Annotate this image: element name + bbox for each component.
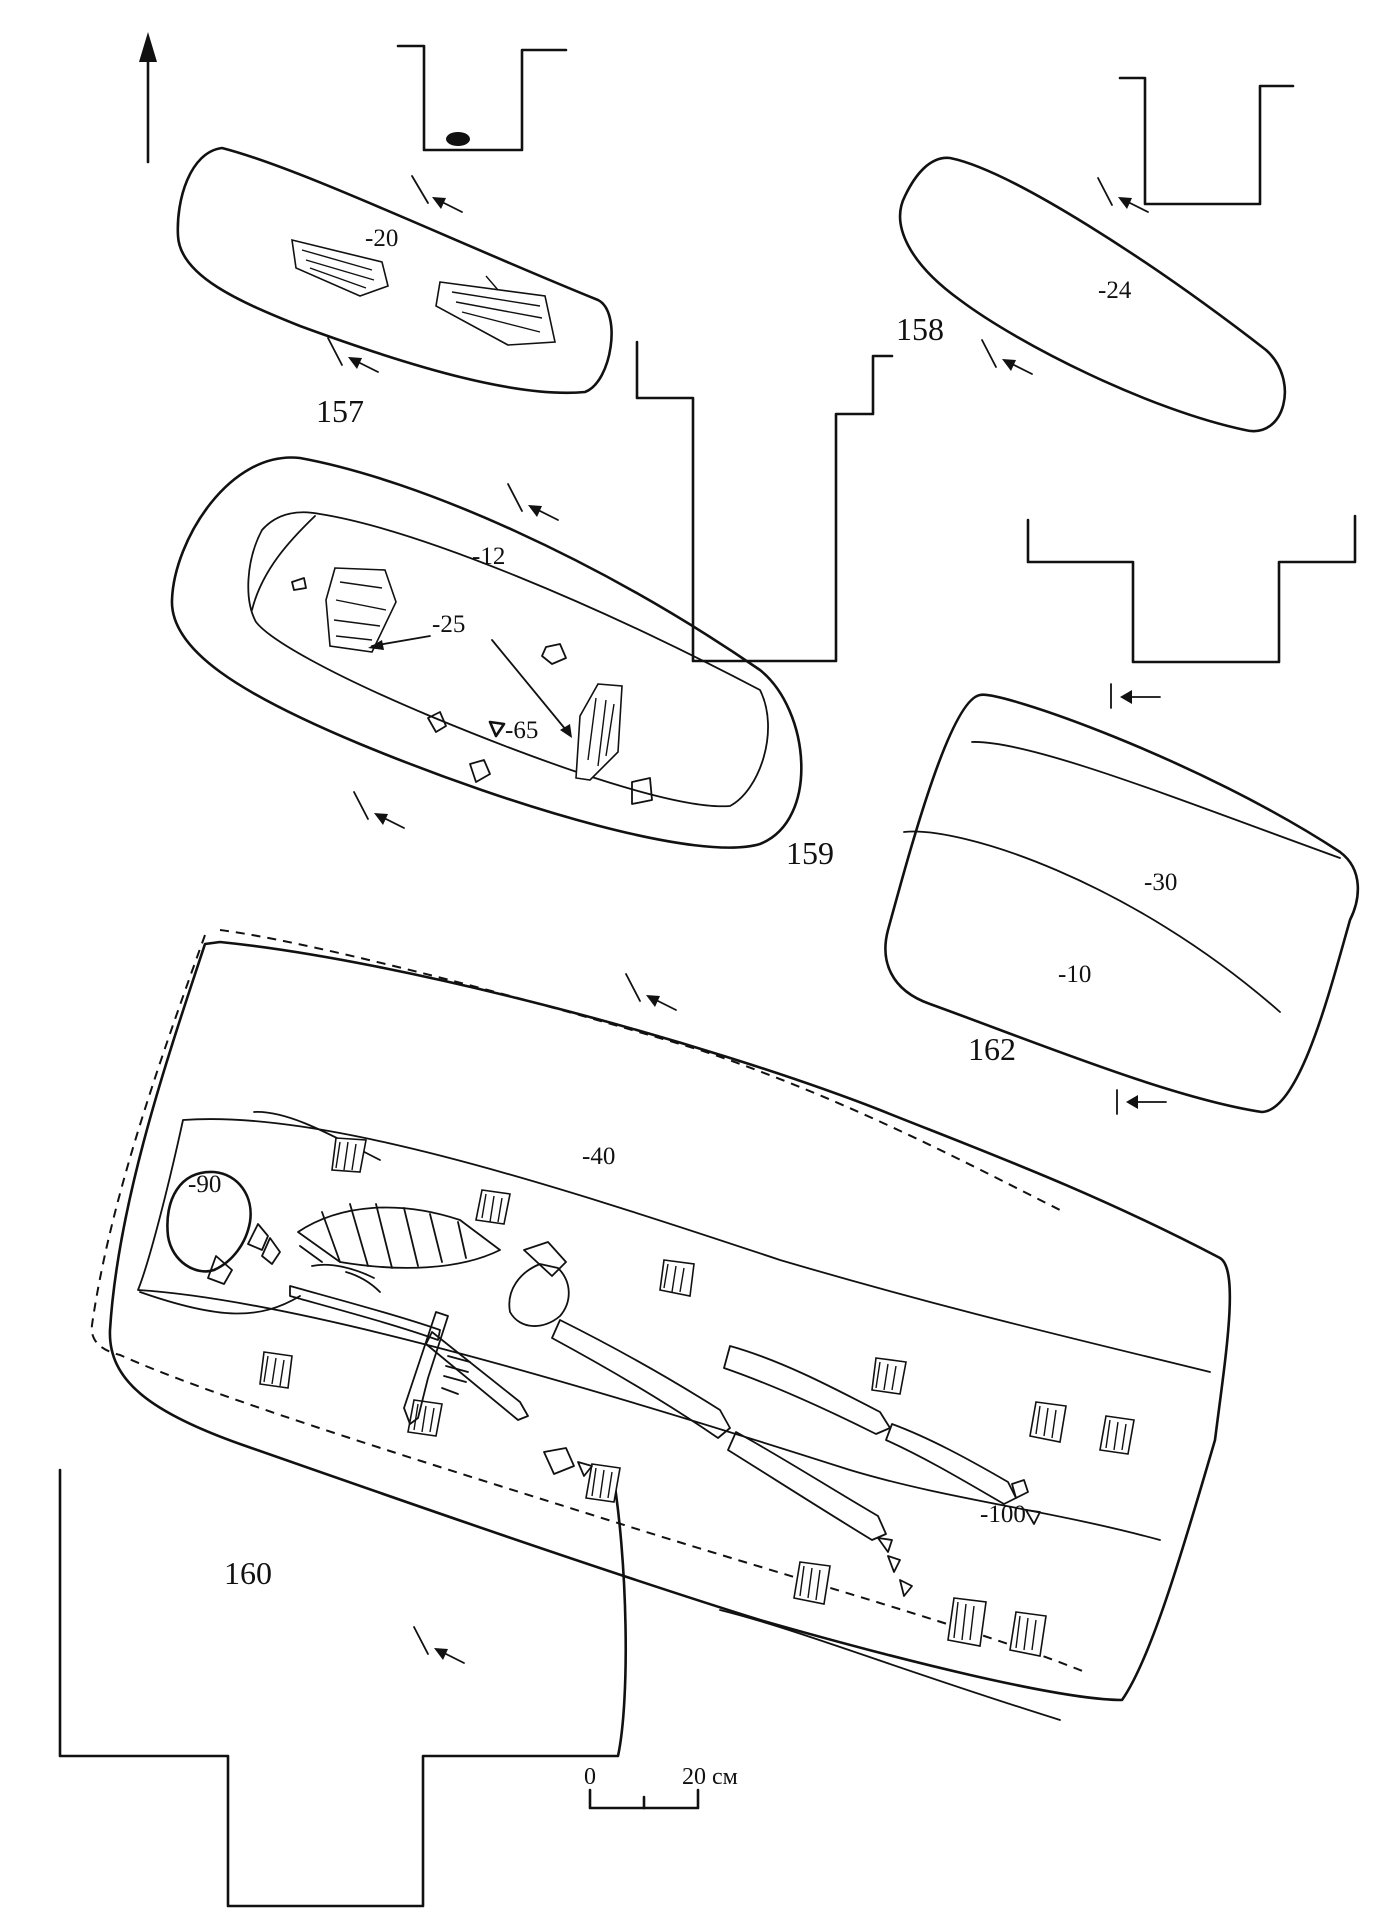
section-arrow-icon xyxy=(625,973,677,1011)
wood-stake xyxy=(259,1351,293,1389)
grave-158: -24 158 xyxy=(896,76,1295,433)
section-arrow-icon xyxy=(1116,1089,1167,1115)
grave-162-section xyxy=(1026,514,1357,664)
grave-160-outline xyxy=(108,940,1232,1702)
grave-158-outline xyxy=(898,156,1287,433)
grave-160-pit xyxy=(137,1118,1211,1541)
section-arrow-icon xyxy=(353,791,405,829)
depth-label: -25 xyxy=(432,611,465,638)
wood-stake xyxy=(1009,1611,1047,1657)
depth-label: -30 xyxy=(1144,869,1177,896)
grave-157-outline xyxy=(176,146,613,395)
wood-stake xyxy=(871,1357,907,1395)
wood-stake xyxy=(1099,1415,1135,1455)
section-arrow-icon xyxy=(1097,177,1149,213)
wood-plank xyxy=(291,238,389,297)
depth-label: -10 xyxy=(1058,961,1091,988)
depth-label: -65 xyxy=(505,717,538,744)
skeleton xyxy=(166,1170,1041,1597)
scale-bar: 0 20 см xyxy=(584,1764,738,1810)
wood-stake xyxy=(793,1561,831,1605)
grave-number: 157 xyxy=(316,393,364,429)
depth-label: -20 xyxy=(365,225,398,252)
depth-label: -40 xyxy=(582,1143,615,1170)
wood-plank xyxy=(435,275,556,346)
section-arrow-icon xyxy=(981,339,1033,375)
grave-157-section xyxy=(396,44,568,152)
skull xyxy=(166,1170,252,1273)
section-arrow-icon xyxy=(507,483,559,521)
wood-plank xyxy=(575,683,623,781)
depth-label: -12 xyxy=(472,543,505,570)
depth-label: -90 xyxy=(188,1171,221,1198)
section-arrow-icon xyxy=(1110,683,1161,709)
wood-stake xyxy=(585,1463,621,1503)
depth-label: -24 xyxy=(1098,277,1132,304)
depth-label: -100 xyxy=(980,1501,1026,1528)
wood-stake xyxy=(659,1259,695,1297)
grave-159: -12 -25 -65 159 xyxy=(170,456,834,871)
north-arrow-icon xyxy=(139,32,157,164)
grave-number: 160 xyxy=(224,1555,272,1591)
wood-stake xyxy=(1029,1401,1067,1443)
grave-160: -40 -90 -100 160 xyxy=(58,929,1232,1908)
section-arrow-icon xyxy=(327,337,379,373)
section-arrow-icon xyxy=(411,175,463,213)
wood-stake xyxy=(475,1189,511,1225)
wood-plank xyxy=(325,567,397,653)
grave-159-outline xyxy=(170,456,803,849)
scale-start-label: 0 xyxy=(584,1764,596,1790)
grave-number: 159 xyxy=(786,835,834,871)
grave-160-section xyxy=(58,1466,628,1908)
wood-stake xyxy=(407,1399,443,1437)
grave-number: 162 xyxy=(968,1031,1016,1067)
scale-end-label: 20 см xyxy=(682,1764,738,1790)
grave-162-outline xyxy=(884,693,1360,1114)
grave-157: -20 157 xyxy=(176,44,613,429)
grave-158-section xyxy=(1118,76,1295,206)
grave-162: -30 -10 162 xyxy=(884,514,1360,1115)
grave-159-section xyxy=(635,340,894,663)
section-arrow-icon xyxy=(413,1626,465,1664)
wood-stake xyxy=(947,1597,987,1647)
grave-number: 158 xyxy=(896,311,944,347)
wood-stake xyxy=(331,1137,367,1173)
